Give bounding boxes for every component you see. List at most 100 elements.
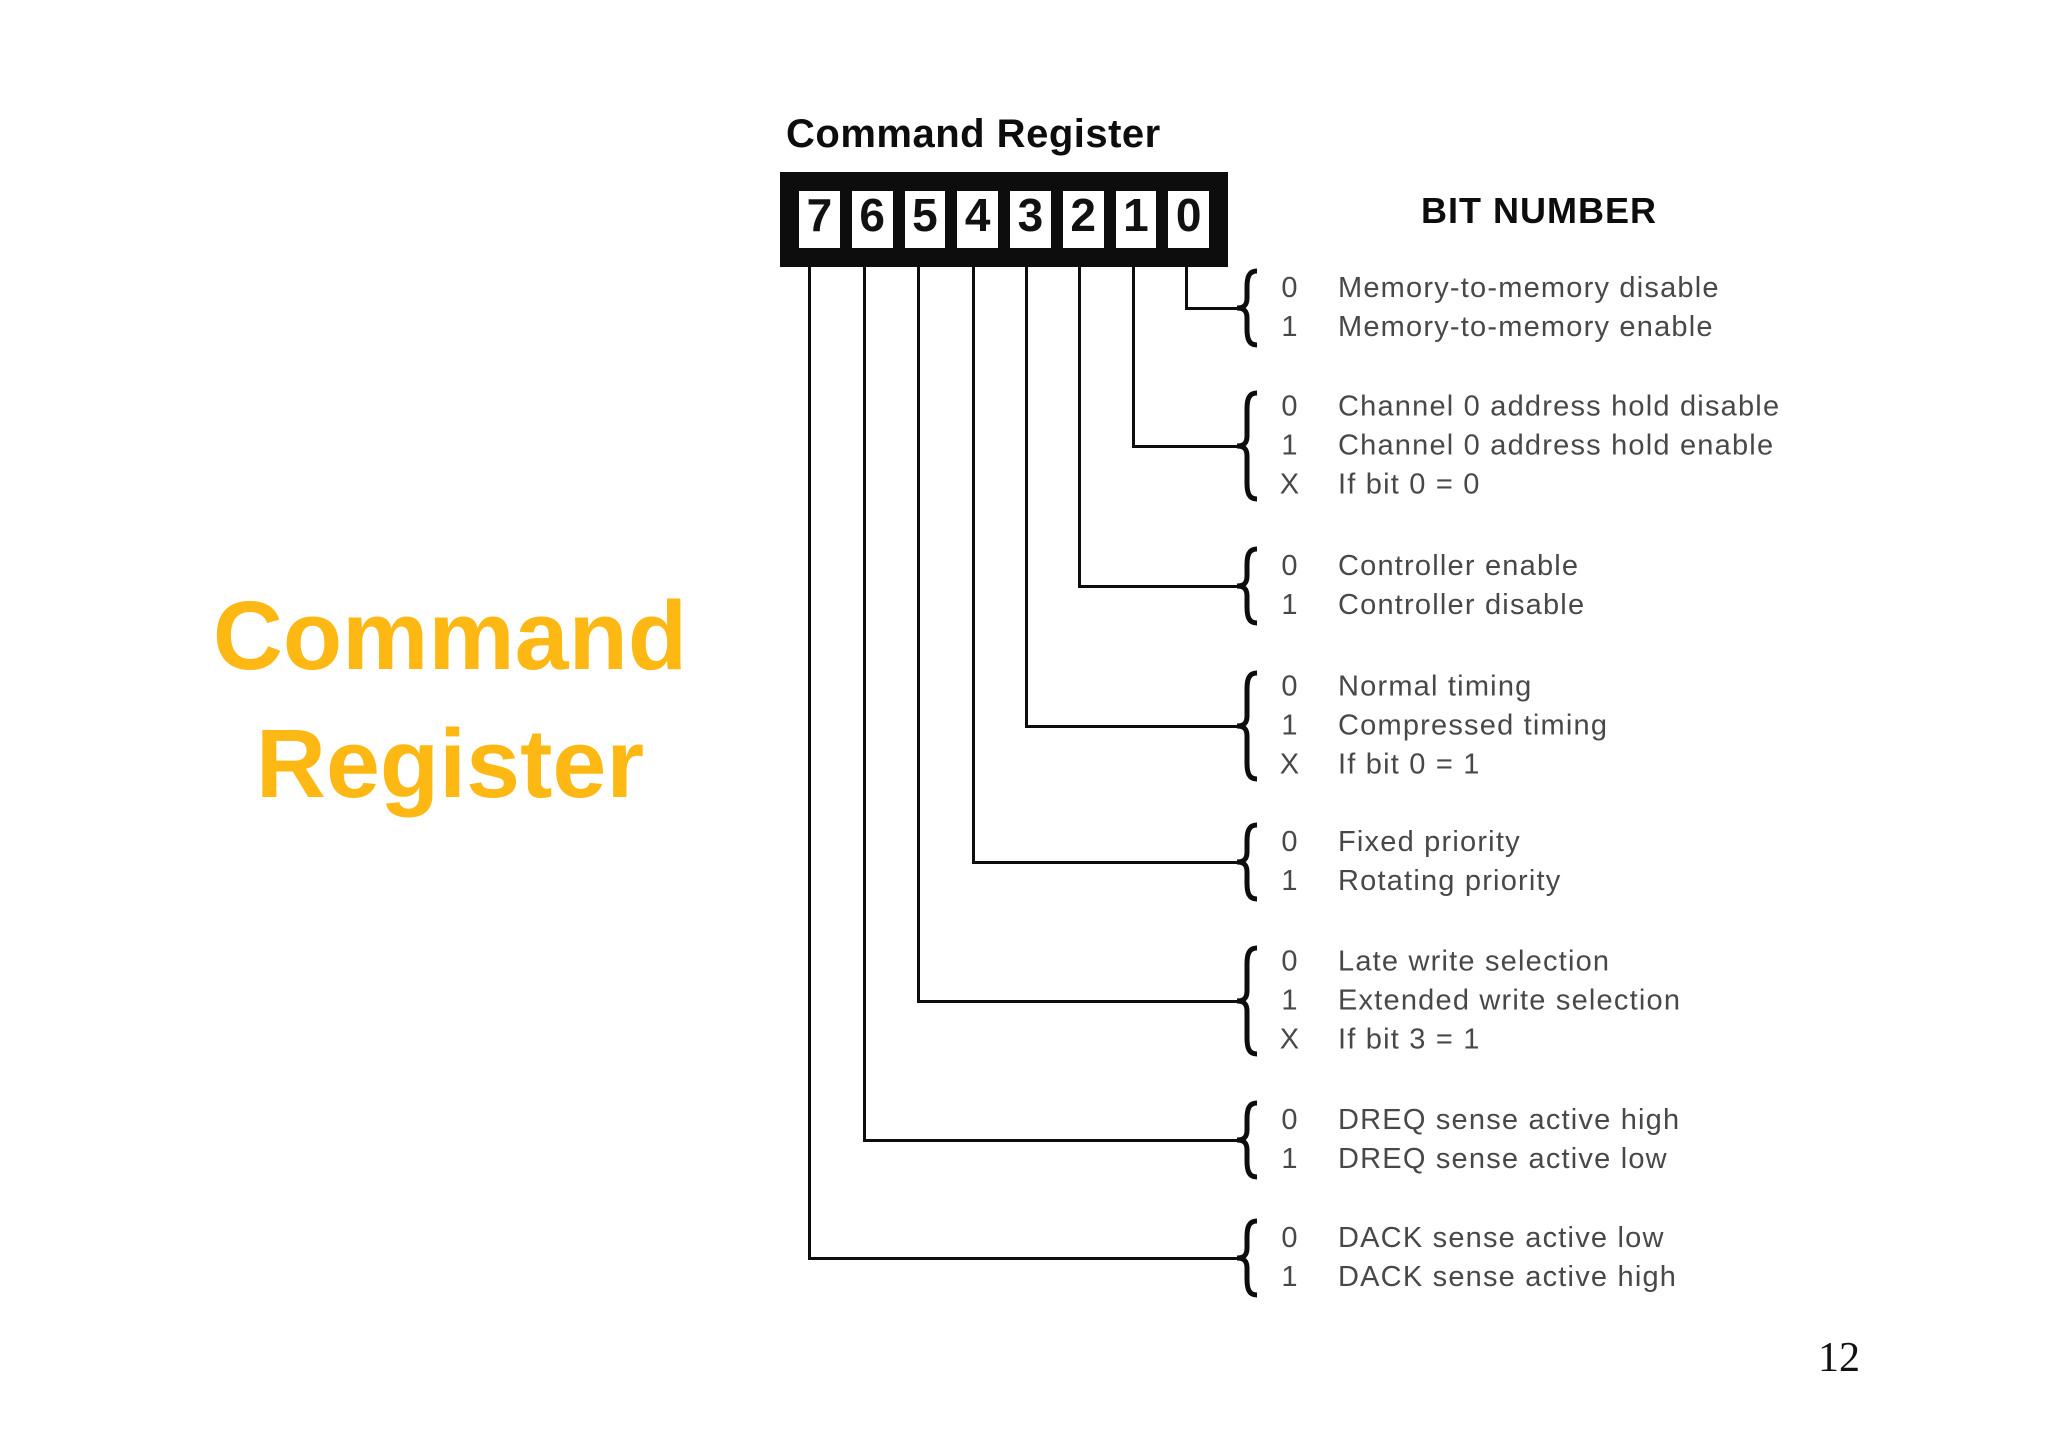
connector-horizontal-bit7 — [808, 1257, 1238, 1260]
connector-horizontal-bit6 — [863, 1139, 1238, 1142]
legend-row: 0 Late write selection — [1266, 943, 1681, 982]
bit-meaning: DREQ sense active high — [1338, 1104, 1681, 1136]
legend-row: 1 Compressed timing — [1266, 707, 1608, 746]
legend-row: 1 Channel 0 address hold enable — [1266, 427, 1780, 466]
bit-value: 1 — [1281, 1143, 1299, 1175]
bit-value: 0 — [1281, 670, 1299, 703]
bit-meaning: Late write selection — [1338, 945, 1611, 978]
legend-row: 1 Extended write selection — [1266, 982, 1681, 1021]
bit-cell-2: 2 — [1056, 185, 1110, 254]
bit-value: 0 — [1281, 550, 1299, 582]
bit-meaning: Fixed priority — [1338, 826, 1521, 858]
brace-bit0 — [1234, 268, 1260, 348]
legend-row: 1 Controller disable — [1266, 586, 1585, 625]
connector-horizontal-bit3 — [1025, 725, 1238, 728]
bit-meaning: Memory-to-memory enable — [1338, 311, 1714, 343]
bit-meaning: Controller enable — [1338, 550, 1580, 582]
bit-value: 0 — [1281, 390, 1299, 423]
legend-row: X If bit 3 = 1 — [1266, 1021, 1681, 1060]
bit-value: 0 — [1281, 826, 1299, 858]
connector-vertical-bit1 — [1132, 265, 1135, 448]
legend-row: 0 DREQ sense active high — [1266, 1101, 1680, 1140]
connector-vertical-bit5 — [917, 265, 920, 1003]
bit-meaning: If bit 0 = 0 — [1338, 468, 1481, 501]
connector-vertical-bit3 — [1025, 265, 1028, 728]
legend-bit6: 0 DREQ sense active high 1 DREQ sense ac… — [1266, 1101, 1680, 1179]
bit-cell-1: 1 — [1109, 185, 1163, 254]
bit-meaning: Compressed timing — [1338, 709, 1609, 742]
slide-title-line2: Register — [255, 709, 645, 818]
bit-meaning: If bit 3 = 1 — [1338, 1023, 1481, 1056]
connector-horizontal-bit5 — [917, 1000, 1238, 1003]
bit-value: X — [1279, 468, 1301, 501]
legend-row: X If bit 0 = 0 — [1266, 466, 1780, 505]
bit-value: 1 — [1281, 984, 1299, 1017]
bit-cell-3: 3 — [1004, 185, 1057, 254]
bit-cell-6: 6 — [845, 185, 899, 254]
bit-value: 1 — [1281, 1261, 1299, 1293]
connector-vertical-bit2 — [1078, 265, 1081, 588]
brace-bit5 — [1234, 945, 1260, 1057]
legend-bit1: 0 Channel 0 address hold disable 1 Chann… — [1266, 388, 1780, 505]
bit-meaning: Controller disable — [1338, 589, 1586, 621]
bit-meaning: DACK sense active low — [1338, 1222, 1665, 1254]
connector-vertical-bit6 — [863, 265, 866, 1142]
bit-meaning: Extended write selection — [1338, 984, 1682, 1017]
command-register-box: 7 6 5 4 3 2 1 0 — [780, 172, 1228, 267]
brace-bit1 — [1234, 390, 1260, 502]
legend-row: 0 DACK sense active low — [1266, 1219, 1677, 1258]
legend-bit0: 0 Memory-to-memory disable 1 Memory-to-m… — [1266, 269, 1720, 347]
legend-row: 0 Controller enable — [1266, 547, 1585, 586]
legend-row: 1 DACK sense active high — [1266, 1258, 1677, 1297]
legend-bit3: 0 Normal timing 1 Compressed timing X If… — [1266, 668, 1608, 785]
bit-value: 0 — [1281, 272, 1299, 304]
bit-value: 0 — [1281, 1104, 1299, 1136]
legend-bit4: 0 Fixed priority 1 Rotating priority — [1266, 823, 1562, 901]
bit-value: 1 — [1281, 311, 1299, 343]
connector-vertical-bit4 — [972, 265, 975, 864]
bit-meaning: If bit 0 = 1 — [1338, 748, 1481, 781]
legend-row: 1 Memory-to-memory enable — [1266, 308, 1720, 347]
legend-row: 0 Channel 0 address hold disable — [1266, 388, 1780, 427]
bit-meaning: Normal timing — [1338, 670, 1533, 703]
slide-title: Command Register — [140, 572, 760, 828]
brace-bit6 — [1234, 1100, 1260, 1180]
bit-cell-0: 0 — [1162, 185, 1215, 254]
bit-value: 0 — [1281, 1222, 1299, 1254]
legend-bit7: 0 DACK sense active low 1 DACK sense act… — [1266, 1219, 1677, 1297]
connector-vertical-bit0 — [1185, 265, 1188, 310]
bit-value: X — [1279, 748, 1301, 781]
brace-bit3 — [1234, 670, 1260, 782]
bit-meaning: Channel 0 address hold disable — [1338, 390, 1781, 423]
bit-value: 1 — [1281, 429, 1299, 462]
register-caption: Command Register — [786, 112, 1161, 156]
connector-horizontal-bit1 — [1132, 445, 1238, 448]
legend-row: 1 DREQ sense active low — [1266, 1140, 1680, 1179]
bit-value: 1 — [1281, 709, 1299, 742]
bit-value: 1 — [1281, 865, 1299, 897]
connector-horizontal-bit4 — [972, 861, 1238, 864]
brace-bit7 — [1234, 1218, 1260, 1298]
bit-meaning: DACK sense active high — [1338, 1261, 1678, 1293]
bit-value: 0 — [1281, 945, 1299, 978]
legend-row: 0 Memory-to-memory disable — [1266, 269, 1720, 308]
connector-horizontal-bit0 — [1185, 307, 1238, 310]
bit-number-heading: BIT NUMBER — [1421, 190, 1657, 231]
bit-value: X — [1279, 1023, 1301, 1056]
bit-cell-7: 7 — [793, 185, 846, 254]
legend-bit2: 0 Controller enable 1 Controller disable — [1266, 547, 1585, 625]
legend-row: 1 Rotating priority — [1266, 862, 1562, 901]
legend-row: 0 Fixed priority — [1266, 823, 1562, 862]
brace-bit2 — [1234, 546, 1260, 626]
bit-meaning: Memory-to-memory disable — [1338, 272, 1720, 304]
bit-meaning: DREQ sense active low — [1338, 1143, 1668, 1175]
bit-cell-5: 5 — [898, 185, 952, 254]
connector-vertical-bit7 — [808, 265, 811, 1260]
bit-meaning: Channel 0 address hold enable — [1338, 429, 1775, 462]
page-number: 12 — [1818, 1335, 1860, 1381]
bit-meaning: Rotating priority — [1338, 865, 1562, 897]
connector-horizontal-bit2 — [1078, 585, 1238, 588]
brace-bit4 — [1234, 822, 1260, 902]
slide-title-line1: Command — [212, 581, 688, 690]
